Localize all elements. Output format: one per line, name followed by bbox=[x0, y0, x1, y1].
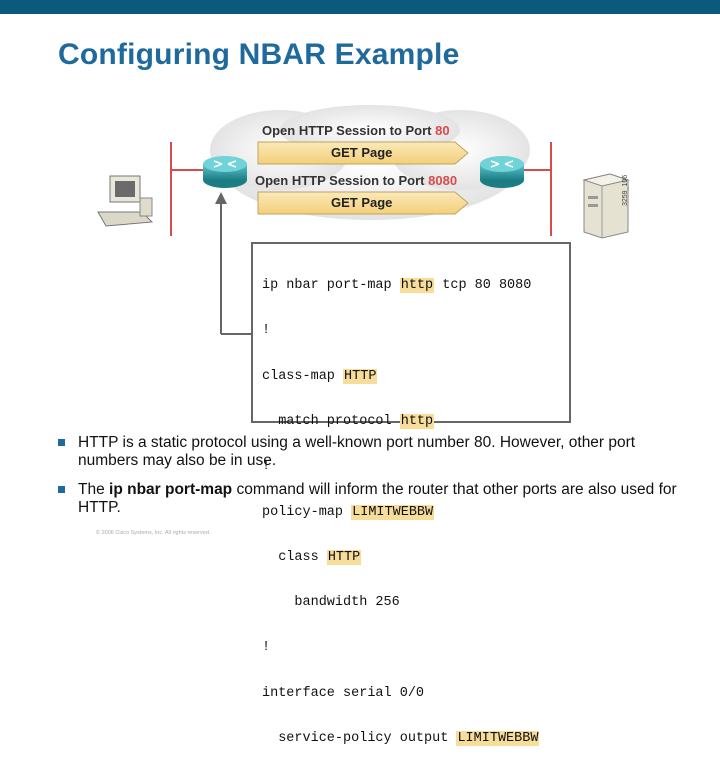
right-router-icon bbox=[480, 156, 524, 188]
figure-id: 3259_106 bbox=[622, 174, 629, 206]
left-router-icon bbox=[203, 156, 247, 188]
config-line: ip nbar port-map http tcp 80 8080 bbox=[262, 278, 532, 294]
config-line: class-map HTTP bbox=[262, 368, 378, 384]
page-title: Configuring NBAR Example bbox=[58, 38, 460, 71]
bullet-marker bbox=[58, 486, 65, 493]
get-page-label-bottom: GET Page bbox=[331, 195, 393, 210]
config-line: bandwidth 256 bbox=[262, 595, 400, 611]
config-line: ! bbox=[262, 323, 271, 339]
bullet-item: HTTP is a static protocol using a well-k… bbox=[58, 434, 698, 469]
get-page-arrow-top bbox=[257, 141, 469, 165]
nbar-diagram bbox=[97, 105, 630, 423]
config-line: ! bbox=[262, 459, 271, 475]
config-line: service-policy output LIMITWEBBW bbox=[262, 731, 540, 746]
bullet-item: The ip nbar port-map command will inform… bbox=[58, 481, 698, 516]
client-pc-icon bbox=[97, 175, 154, 227]
config-line: policy-map LIMITWEBBW bbox=[262, 504, 435, 520]
config-line: match protocol http bbox=[262, 414, 435, 430]
bullet-list: HTTP is a static protocol using a well-k… bbox=[58, 434, 698, 528]
session-label-mid: Open HTTP Session to Port 8080 bbox=[255, 173, 458, 188]
get-page-label-top: GET Page bbox=[331, 145, 393, 160]
copyright-footer: © 2006 Cisco Systems, Inc. All rights re… bbox=[96, 530, 211, 536]
config-box bbox=[251, 242, 571, 423]
session-label-top: Open HTTP Session to Port 80 bbox=[262, 123, 450, 138]
get-page-arrow-bottom bbox=[257, 191, 469, 215]
config-line: class HTTP bbox=[262, 549, 362, 565]
server-icon bbox=[582, 173, 630, 239]
config-line: interface serial 0/0 bbox=[262, 685, 425, 701]
config-line: ! bbox=[262, 640, 271, 656]
bullet-marker bbox=[58, 439, 65, 446]
top-banner bbox=[0, 0, 720, 14]
